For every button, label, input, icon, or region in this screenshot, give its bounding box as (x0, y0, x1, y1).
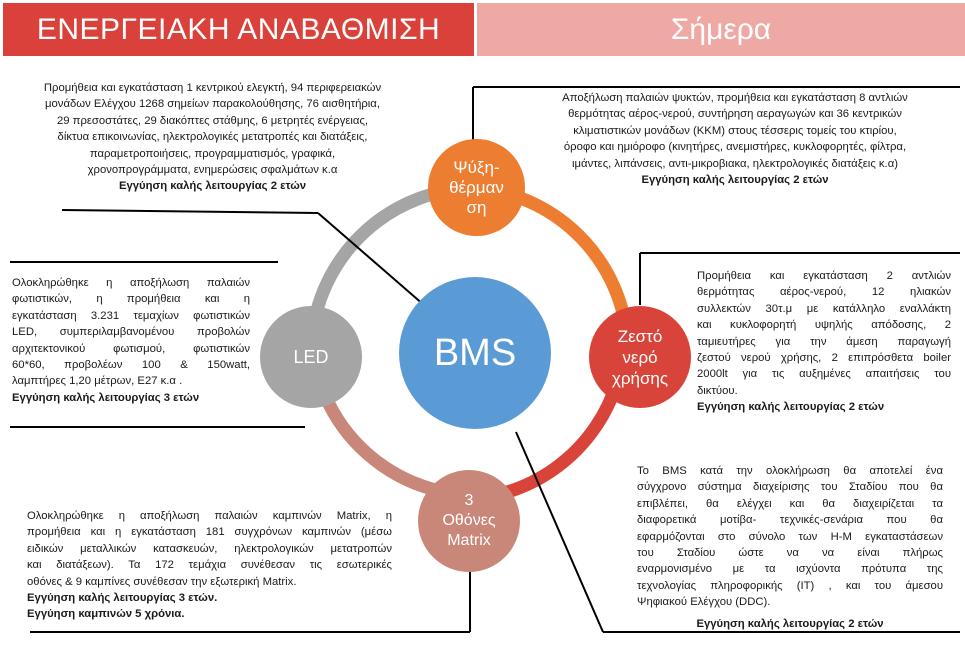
bms-warranty: Εγγύηση καλής λειτουργίας 2 ετών (696, 618, 884, 630)
cooling-node-label-2: θέρμαν (449, 177, 504, 197)
control-line-1: Προμήθεια και εγκατάσταση 1 κεντρικού ελ… (43, 82, 382, 94)
led-line-1: Ολοκληρώθηκε η αποξήλωση παλαιών (12, 277, 250, 289)
led-warranty: Εγγύηση καλής λειτουργίας 3 ετών (12, 391, 200, 404)
control-description: Προμήθεια και εγκατάσταση 1 κεντρικού ελ… (5, 80, 420, 195)
hotwater-line-8: δικτύου. (697, 384, 738, 397)
screens-line-1: Ολοκληρώθηκε η αποξήλωση παλαιών καμπινώ… (27, 510, 392, 522)
cooling-node-label-1: Ψύξη- (453, 157, 500, 177)
screens-line-2: προμήθεια και η εγκατάσταση 181 συγχρόνω… (27, 526, 392, 539)
cooling-line-2: θερμότητας αέρος-νερού, συντήρηση αεραγω… (568, 108, 902, 121)
bms-line-3: επιβλέπει, θα ελέγχει και θα διαχειρίζετ… (637, 497, 943, 510)
hotwater-line-4: και κυκλοφορητή υψηλής απόδοσης, 2 (697, 319, 951, 332)
bms-line-6: του Σταδίου ώστε να να είναι πλήρως (637, 547, 943, 560)
control-warranty: Εγγύηση καλής λειτουργίας 2 ετών (118, 180, 307, 193)
screens-description: Ολοκληρώθηκε η αποξήλωση παλαιών καμπινώ… (27, 508, 392, 623)
bms-line-1: Το BMS κατά την ολοκλήρωση θα αποτελεί έ… (637, 465, 943, 477)
control-line-5: παραμετροποιήσεις, προγραμματισμός, γραφ… (89, 147, 336, 160)
hotwater-node-label-3: χρήσης (611, 368, 669, 388)
hotwater-description: Προμήθεια και εγκατάσταση 2 αντλιών θερμ… (697, 268, 951, 416)
screens-node-label-2: Οθόνες (442, 512, 496, 529)
cooling-description: Αποξήλωση παλαιών ψυκτών, προμήθεια και … (520, 90, 950, 188)
hotwater-line-3: συλλεκτών 30τ.μ με κατάλληλο εναλλάκτη (697, 302, 951, 315)
cooling-line-5: ιμάντες, λιπάνσεις, αντι-μικροβιακα, ηλε… (572, 157, 898, 170)
cooling-line-3: κλιματιστικών μονάδων (ΚΚΜ) στους τέσσερ… (573, 124, 897, 137)
screens-warranty: Εγγύηση καλής λειτουργίας 3 ετών. (27, 592, 218, 605)
bms-line-8: τεχνολογίας πληροφορικής (IT) , και του … (637, 579, 943, 592)
screens-node-label-1: 3 (464, 492, 474, 509)
header-title: ΕΝΕΡΓΕΙΑΚΗ ΑΝΑΒΑΘΜΙΣΗ (3, 3, 474, 56)
led-line-2: φωτιστικών, η προμήθεια και η (12, 293, 250, 306)
led-node-circle: LED (260, 306, 362, 408)
cooling-line-4: όροφο και ημιόροφο (κινητήρες, ανεμιστήρ… (563, 141, 907, 154)
connector-control-diag (317, 212, 433, 313)
connector-control (61, 209, 319, 214)
hotwater-node-circle: Ζεστό νερό χρήσης (589, 306, 691, 408)
hotwater-line-5: ταμιευτήρες για την άμεση παραγωγή (697, 335, 951, 348)
led-description: Ολοκληρώθηκε η αποξήλωση παλαιών φωτιστι… (12, 275, 250, 406)
control-line-4: δίκτυα επικοινωνίας, ηλεκτρολογικές μετα… (57, 131, 368, 144)
bms-description: Το BMS κατά την ολοκλήρωση θα αποτελεί έ… (637, 463, 943, 611)
control-line-6: χρονοπρογράμματα, ενημερώσεις σφαλμάτων … (87, 164, 338, 177)
screens-line-4: και διατάξεων). Τα 172 τεμάχια συνέθεσαν… (27, 559, 392, 572)
hotwater-line-2: θερμότητας αέρος-νερού, 12 ηλιακών (697, 286, 951, 299)
cooling-node-label-3: ση (466, 197, 487, 217)
hotwater-line-7: 2000lt για τις αυξημένες απαιτήσεις του (697, 368, 951, 381)
hotwater-line-1: Προμήθεια και εγκατάσταση 2 αντλιών (697, 270, 951, 282)
hotwater-node-label-1: Ζεστό (617, 326, 663, 346)
led-line-3: εγκατάσταση 3.231 τεμαχίων φωτιστικών (12, 309, 250, 322)
control-line-3: 29 πρεσοστάτες, 29 διακόπτες στάθμης, 6 … (56, 114, 369, 127)
screens-node-circle: 3 Οθόνες Matrix (418, 470, 520, 572)
hotwater-line-6: ζεστού νερού χρήσης, 2 επιπρόσθετα boile… (697, 352, 951, 365)
led-line-4: LED, συμπεριλαμβανομένου προβολών (12, 326, 250, 339)
led-line-6: 60*60, προβολέων 100 & 150watt, (12, 359, 250, 372)
led-node-label: LED (293, 346, 329, 367)
screens-line-5: οθόνες & 9 καμπίνες συνέθεσαν την εξωτερ… (27, 575, 297, 588)
bms-line-7: εναρμονισμένο με τα ισχύοντα πρότυπα της (637, 563, 943, 576)
bms-line-2: σύγχρονο σύστημα διαχείρισης του Σταδίου… (637, 481, 943, 494)
cooling-node-circle: Ψύξη- θέρμαν ση (428, 139, 525, 236)
screens-line-3: ειδικών μεταλλικών κατασκευών, ηλεκτρολο… (27, 542, 392, 555)
bms-hub-circle: BMS (399, 277, 551, 429)
hotwater-node-label-2: νερό (622, 347, 658, 367)
screens-node-label-3: Matrix (447, 532, 491, 549)
bms-line-5: εφαρμόζονται στο σύνολο των Η-Μ εγκαταστ… (637, 530, 943, 543)
screens-warranty-cabins: Εγγύηση καμπινών 5 χρόνια. (27, 608, 185, 621)
cooling-line-1: Αποξήλωση παλαιών ψυκτών, προμήθεια και … (562, 92, 908, 104)
hotwater-warranty: Εγγύηση καλής λειτουργίας 2 ετών (697, 401, 885, 414)
led-line-5: αρχιτεκτονικού φωτισμού, φωτιστικών (12, 342, 250, 355)
control-line-2: μονάδων Ελέγχου 1268 σημείων παρακολούθη… (45, 98, 380, 111)
bms-hub-label: BMS (433, 331, 517, 374)
bms-line-9: Ψηφιακού Ελέγχου (DDC). (637, 596, 771, 609)
connector-bms-diag (515, 431, 604, 633)
led-line-7: λαμπτήρες 1,20 μέτρων, E27 κ.α . (12, 375, 183, 388)
cooling-warranty: Εγγύηση καλής λειτουργίας 2 ετών (641, 174, 829, 187)
bms-line-4: διαφορετικά μοτίβα- τεχνικές-σενάρια που… (637, 514, 943, 527)
header-subtitle: Σήμερα (477, 3, 965, 56)
